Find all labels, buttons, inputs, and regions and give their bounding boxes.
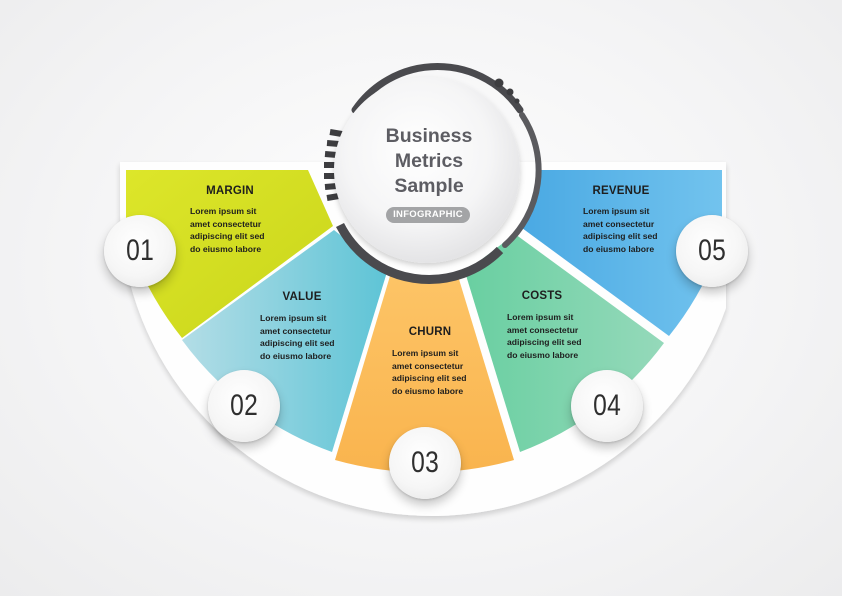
center-ring-ticks xyxy=(324,129,343,201)
segment-value-title: VALUE xyxy=(282,291,322,303)
body-line: Lorem ipsum sit xyxy=(583,206,650,216)
segment-revenue-body: Lorem ipsum sit amet consectetur adipisc… xyxy=(583,205,693,255)
segment-margin-body: Lorem ipsum sit amet consectetur adipisc… xyxy=(190,205,300,255)
center-title-line2: Metrics xyxy=(394,150,464,172)
body-line: adipiscing elit sed xyxy=(260,338,335,349)
center-title: Business Metrics Sample xyxy=(349,124,509,199)
infographic-badge: INFOGRAPHIC xyxy=(386,207,470,223)
center-ring-arc-right xyxy=(502,112,542,248)
body-line: do eiusmo labore xyxy=(507,349,579,360)
segment-costs-shape xyxy=(465,234,664,452)
ring-dot-2 xyxy=(506,88,514,96)
body-line: adipiscing elit sed xyxy=(392,373,467,384)
step-number-04: 04 xyxy=(571,370,643,442)
segment-margin-title: MARGIN xyxy=(206,185,254,197)
step-number-text: 02 xyxy=(229,389,259,422)
body-line: do eiusmo labore xyxy=(260,350,332,361)
body-line: adipiscing elit sed xyxy=(190,231,265,242)
body-line: amet consectetur xyxy=(392,360,464,371)
center-ring-arc xyxy=(351,63,524,114)
segment-margin-shape xyxy=(126,170,333,338)
body-line: Lorem ipsum sit xyxy=(507,312,574,322)
ring-dot-3 xyxy=(514,98,520,104)
body-line: Lorem ipsum sit xyxy=(190,206,257,216)
center-ring-arc-bottom xyxy=(335,222,504,284)
ring-dot-1 xyxy=(494,78,504,88)
segment-costs-title: COSTS xyxy=(521,290,563,302)
center-title-line3: Sample xyxy=(394,175,464,197)
segment-costs-body: Lorem ipsum sit amet consectetur adipisc… xyxy=(507,311,617,361)
body-line: do eiusmo labore xyxy=(583,243,655,254)
step-number-03: 03 xyxy=(389,427,461,499)
step-number-01: 01 xyxy=(104,215,176,287)
segment-value-shape xyxy=(182,230,387,452)
segment-churn-shape xyxy=(335,276,514,473)
body-line: do eiusmo labore xyxy=(392,385,464,396)
body-line: Lorem ipsum sit xyxy=(392,348,459,358)
segment-churn-body: Lorem ipsum sit amet consectetur adipisc… xyxy=(392,347,502,397)
step-number-05: 05 xyxy=(676,215,748,287)
body-line: amet consectetur xyxy=(507,324,579,335)
step-number-02: 02 xyxy=(208,370,280,442)
step-number-text: 03 xyxy=(410,446,440,479)
body-line: adipiscing elit sed xyxy=(507,337,582,348)
segment-value-body: Lorem ipsum sit amet consectetur adipisc… xyxy=(260,312,370,362)
body-line: amet consectetur xyxy=(583,218,655,229)
center-title-line1: Business xyxy=(385,125,473,147)
segment-churn-title: CHURN xyxy=(408,326,452,338)
body-line: Lorem ipsum sit xyxy=(260,313,327,323)
step-number-text: 05 xyxy=(697,234,727,267)
body-line: do eiusmo labore xyxy=(190,243,262,254)
body-line: adipiscing elit sed xyxy=(583,231,658,242)
step-number-text: 01 xyxy=(125,234,155,267)
center-circle xyxy=(334,77,520,263)
step-number-text: 04 xyxy=(592,389,622,422)
body-line: amet consectetur xyxy=(190,218,262,229)
segment-revenue-title: REVENUE xyxy=(592,185,650,197)
body-line: amet consectetur xyxy=(260,325,332,336)
segment-revenue-shape xyxy=(522,170,722,336)
